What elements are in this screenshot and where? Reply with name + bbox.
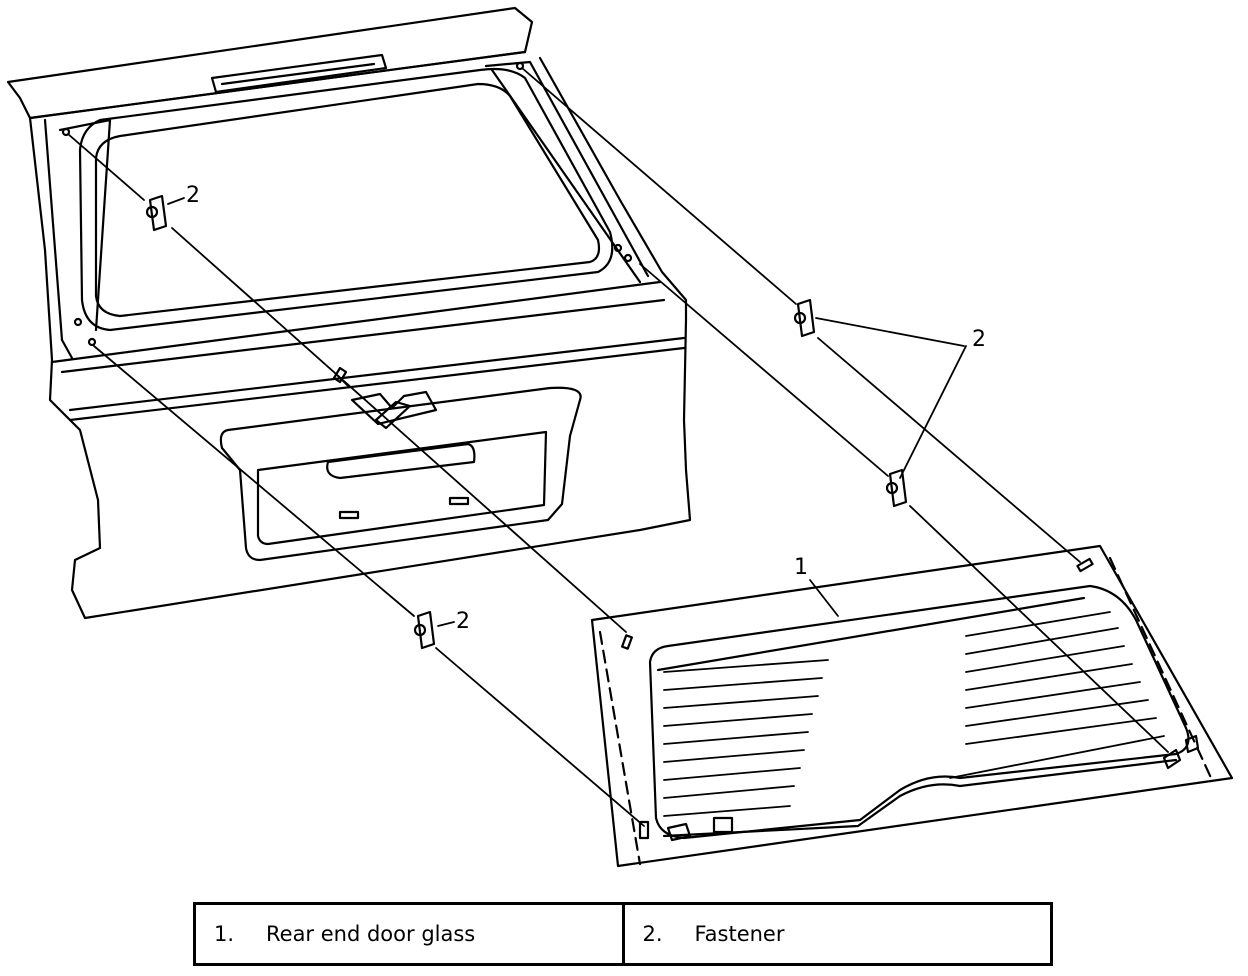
legend-label: Fastener	[694, 922, 785, 946]
legend-item-fastener: 2. Fastener	[621, 902, 1053, 966]
callout-fastener-right: 2	[972, 327, 986, 352]
parts-diagram: 2 2 2 1	[6, 6, 1234, 868]
fastener-middle-right	[885, 468, 908, 508]
callout-fastener-upper-left: 2	[186, 183, 200, 208]
legend-number: 2.	[642, 922, 663, 946]
fastener-upper-right	[793, 298, 816, 338]
legend-number: 1.	[214, 922, 235, 946]
fastener-upper-left	[145, 194, 168, 232]
callout-fastener-lower: 2	[456, 609, 470, 634]
callout-leaders	[167, 197, 967, 627]
callout-glass: 1	[794, 555, 808, 580]
legend-label: Rear end door glass	[266, 922, 476, 946]
legend-item-glass: 1. Rear end door glass	[193, 902, 625, 966]
legend-table: 1. Rear end door glass 2. Fastener	[193, 902, 1053, 966]
defroster-grid	[663, 611, 1165, 817]
rear-end-door	[6, 6, 692, 620]
fastener-lower	[413, 610, 436, 650]
rear-end-door-glass	[590, 544, 1234, 868]
alignment-lines	[67, 67, 1169, 827]
legend-row: 1. Rear end door glass 2. Fastener	[193, 902, 1053, 966]
